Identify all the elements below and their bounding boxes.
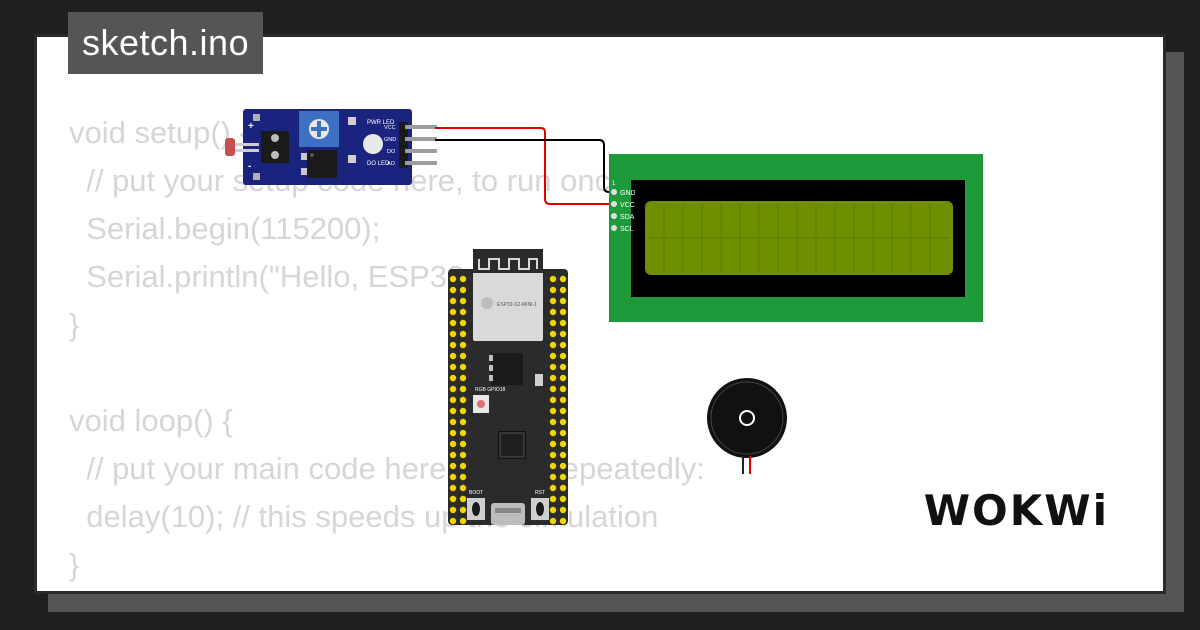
preview-card: void setup() { // put your setup code he… xyxy=(34,34,1166,594)
svg-text:SCL: SCL xyxy=(620,226,634,233)
lcd-display[interactable]: 1 GND VCC SDA SCL xyxy=(609,154,983,322)
esp32-board[interactable]: ESP32-S2-MINI-1 xyxy=(448,249,568,525)
svg-text:-: - xyxy=(248,161,251,172)
svg-text:GND: GND xyxy=(384,137,396,143)
buzzer[interactable] xyxy=(707,378,787,474)
svg-text:ESP32-S2-MINI-1: ESP32-S2-MINI-1 xyxy=(497,302,537,308)
sketch-title: sketch.ino xyxy=(68,12,264,74)
svg-text:RGB GPIO18: RGB GPIO18 xyxy=(475,387,506,393)
svg-text:VCC: VCC xyxy=(384,125,396,131)
code-text: void setup() { // put your setup code he… xyxy=(69,115,705,582)
svg-text:RST: RST xyxy=(535,490,545,496)
svg-text:PWR LED: PWR LED xyxy=(367,120,395,126)
wire-black[interactable] xyxy=(435,139,615,193)
circuit-diagram: + - PWR LED DO LED xyxy=(225,109,983,525)
svg-text:BOOT: BOOT xyxy=(469,490,483,496)
svg-text:SDA: SDA xyxy=(620,214,635,221)
svg-text:AO: AO xyxy=(387,161,396,167)
svg-text:1: 1 xyxy=(612,181,616,187)
svg-text:DO LED: DO LED xyxy=(367,161,390,167)
svg-text:+: + xyxy=(248,121,254,132)
svg-text:GND: GND xyxy=(620,190,636,197)
wire-red[interactable] xyxy=(435,127,615,205)
svg-text:DO: DO xyxy=(387,149,396,155)
wokwi-logo: WOKWi xyxy=(923,486,1109,535)
ldr-module[interactable]: + - PWR LED DO LED xyxy=(225,109,437,185)
svg-text:VCC: VCC xyxy=(620,202,635,209)
